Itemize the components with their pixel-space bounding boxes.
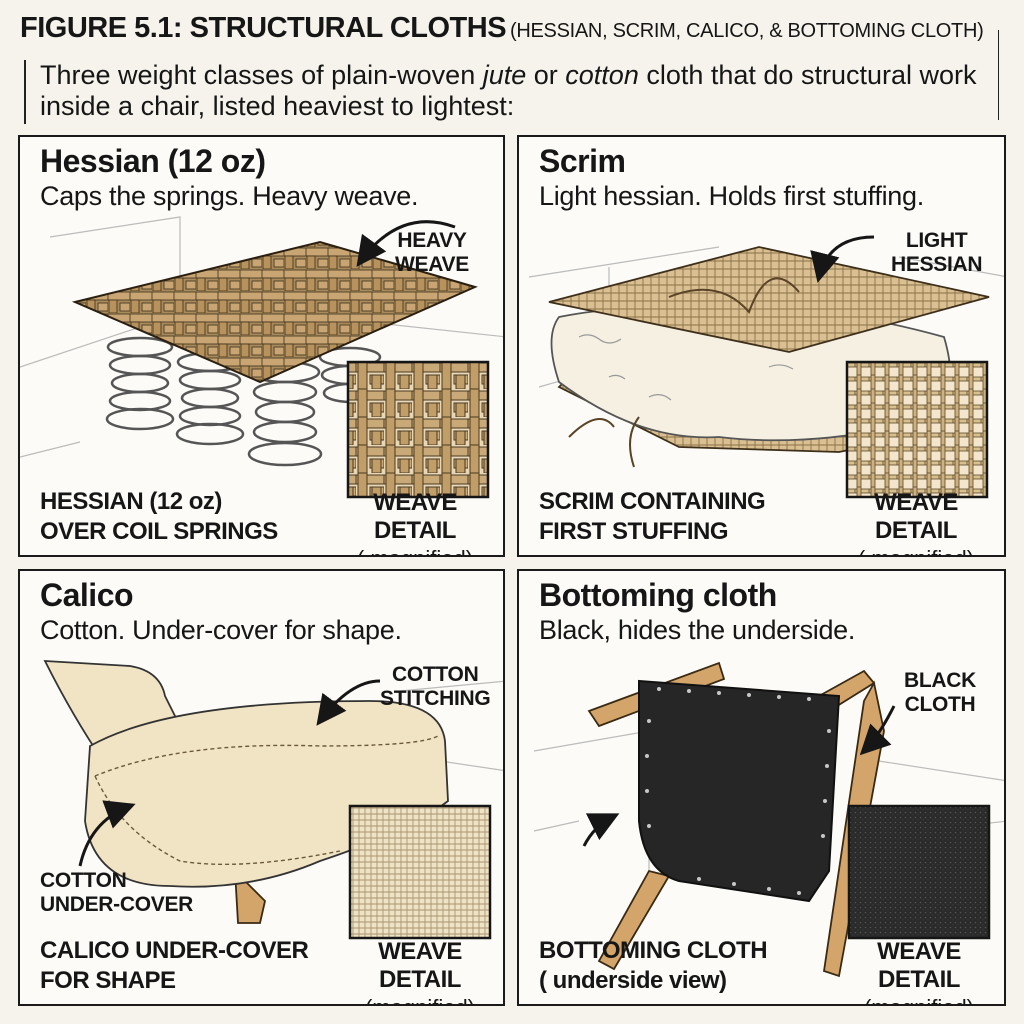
callout-line: WEAVE [395, 253, 469, 276]
callout-line: HEAVY [397, 229, 467, 252]
weave-caption: WEAVE DETAIL (magnified) [335, 938, 503, 1004]
panel-description: Caps the springs. Heavy weave. [40, 181, 419, 211]
panel-hessian: Hessian (12 oz) Caps the springs. Heavy … [18, 135, 505, 557]
callout-black-cloth: BLACK CLOTH [904, 669, 976, 717]
callout-light-hessian: LIGHT HESSIAN [891, 229, 983, 277]
panel-scrim: Scrim Light hessian. Holds first stuffin… [517, 135, 1006, 557]
weave-caption: WEAVE DETAIL ( magnified) [831, 489, 1001, 555]
figure-title-sub: (HESSIAN, SCRIM, CALICO, & BOTTOMING CLO… [510, 20, 984, 42]
weave-caption-title: WEAVE DETAIL [874, 489, 958, 544]
caption-line: FIRST STUFFING [539, 518, 728, 545]
callout-line: BLACK [904, 669, 976, 692]
bottoming-illustration [533, 661, 1004, 978]
weave-caption-title: WEAVE DETAIL [378, 938, 462, 993]
header-rule [998, 30, 999, 120]
callout-line: CLOTH [904, 693, 976, 716]
black-cloth [638, 679, 841, 903]
caption-line: FOR SHAPE [40, 967, 176, 994]
panel-caption: CALICO UNDER-COVER FOR SHAPE [40, 936, 309, 996]
callout-line: COTTON [40, 869, 127, 892]
callout-line: COTTON [391, 663, 479, 686]
weave-caption-note: ( magnified) [831, 545, 1001, 555]
panel-caption: BOTTOMING CLOTH ( underside view) [539, 936, 768, 996]
caption-line: BOTTOMING CLOTH [539, 937, 768, 964]
panel-bottoming: Bottoming cloth Black, hides the undersi… [517, 569, 1006, 1006]
hessian-illustration [20, 216, 503, 499]
callout-line: LIGHT [905, 229, 968, 252]
panel-caption: SCRIM CONTAINING FIRST STUFFING [539, 487, 766, 547]
panel-description: Cotton. Under-cover for shape. [40, 615, 402, 645]
intro-before: Three weight classes of plain-woven [40, 60, 483, 90]
caption-line: OVER COIL SPRINGS [40, 518, 278, 545]
callout-line: UNDER-COVER [40, 893, 194, 916]
callout-heavy-weave: HEAVY WEAVE [395, 229, 469, 277]
panel-caption: HESSIAN (12 oz) OVER COIL SPRINGS [40, 487, 278, 547]
weave-caption-title: WEAVE DETAIL [877, 938, 961, 993]
weave-caption: WEAVE DETAIL (magnified) [834, 938, 1004, 1004]
panel-calico: Calico Cotton. Under-cover for shape. CO… [18, 569, 505, 1006]
weave-caption-note: (magnified) [834, 994, 1004, 1004]
caption-line: HESSIAN (12 oz) [40, 488, 222, 515]
intro-text: Three weight classes of plain-woven jute… [40, 60, 980, 122]
intro-bar [24, 60, 26, 124]
hessian-weave-swatch [346, 360, 490, 499]
tacks [645, 687, 831, 895]
weave-caption-note: ( magnified) [330, 545, 500, 555]
scrim-illustration [528, 235, 1004, 499]
calico-weave-swatch [348, 804, 492, 940]
scrim-top [548, 246, 990, 353]
calico-illustration [43, 660, 503, 940]
caption-line: SCRIM CONTAINING [539, 488, 766, 515]
hessian-sheet [71, 240, 478, 384]
weave-caption-title: WEAVE DETAIL [373, 489, 457, 544]
chair-leg-left [597, 869, 671, 971]
intro-or: or [526, 60, 566, 90]
intro-after: cloth that do structural work inside a c… [40, 60, 977, 121]
weave-caption-note: (magnified) [335, 994, 503, 1004]
caption-line: ( underside view) [539, 967, 727, 994]
bottoming-weave-swatch [847, 804, 991, 940]
scrim-weave-swatch [845, 360, 989, 499]
panel-title: Scrim [539, 143, 626, 179]
panel-title: Calico [40, 577, 134, 613]
figure-title-main: FIGURE 5.1: STRUCTURAL CLOTHS [20, 12, 507, 44]
intro-jute: jute [482, 60, 527, 90]
panel-description: Black, hides the underside. [539, 615, 856, 645]
callout-cotton-under-cover: COTTON UNDER-COVER [40, 869, 193, 917]
chair-leg [233, 868, 266, 924]
panel-title: Bottoming cloth [539, 577, 777, 613]
panel-description: Light hessian. Holds first stuffing. [539, 181, 924, 211]
figure-title: FIGURE 5.1: STRUCTURAL CLOTHS (HESSIAN, … [20, 12, 984, 45]
panel-title: Hessian (12 oz) [40, 143, 266, 179]
callout-line: STITCHING [380, 687, 491, 710]
callout-cotton-stitching: COTTON STITCHING [380, 663, 491, 711]
callout-line: HESSIAN [891, 253, 983, 276]
intro-cotton: cotton [565, 60, 639, 90]
caption-line: CALICO UNDER-COVER [40, 937, 309, 964]
weave-caption: WEAVE DETAIL ( magnified) [330, 489, 500, 555]
